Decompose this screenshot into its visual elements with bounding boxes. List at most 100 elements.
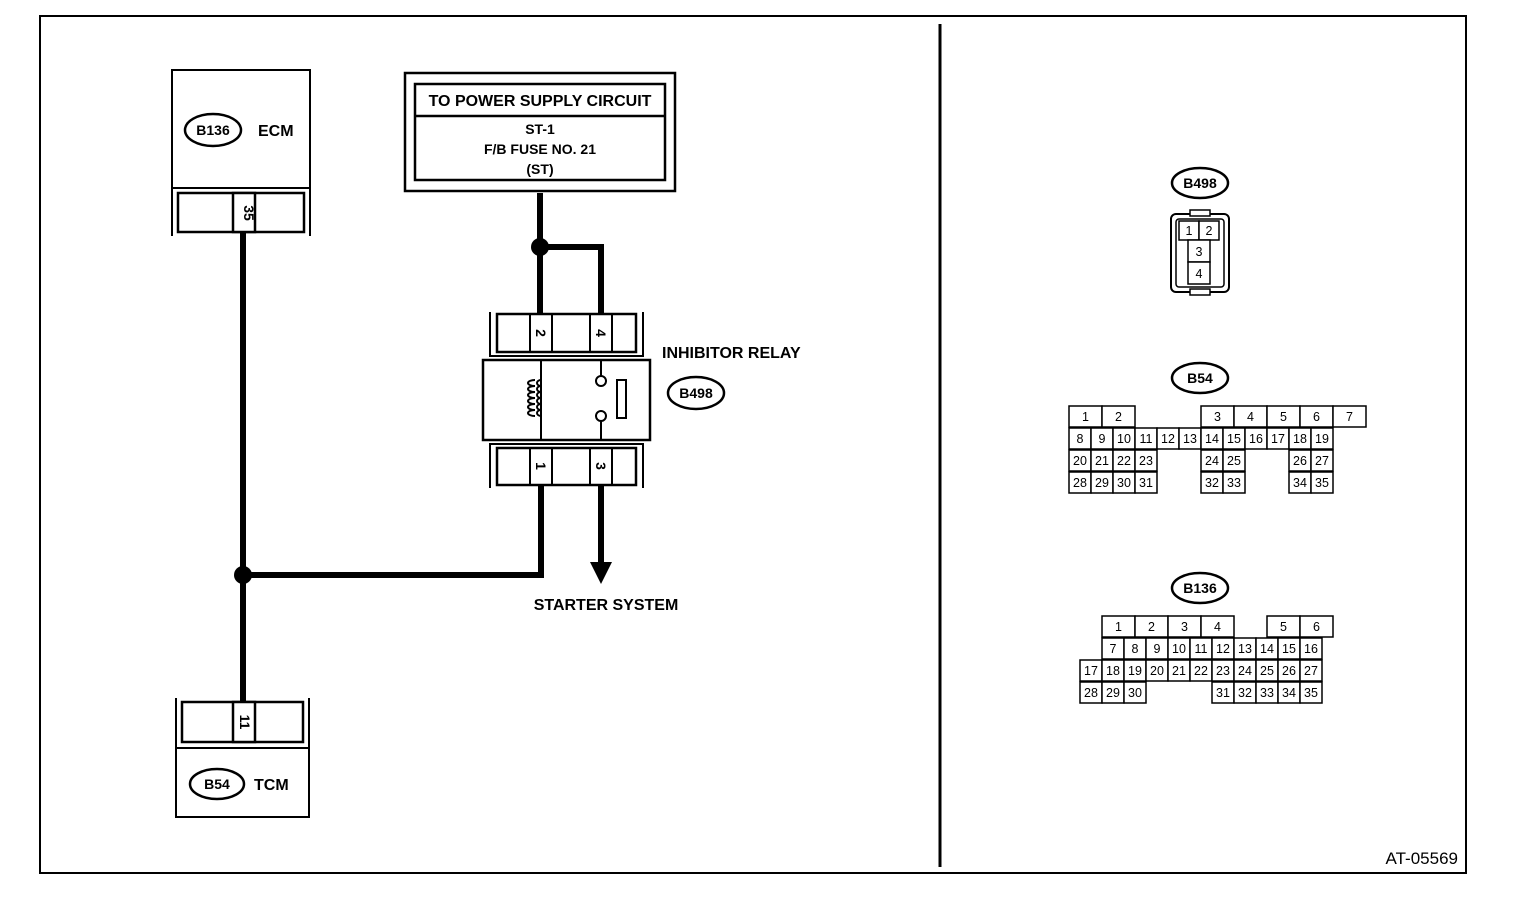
b498-connector-view: B498 1 2 3 4: [1170, 166, 1230, 296]
pin-number: 32: [1238, 686, 1252, 700]
power-supply-box: TO POWER SUPPLY CIRCUIT ST-1 F/B FUSE NO…: [403, 71, 677, 193]
relay-pin-bottom-left: 1: [533, 462, 549, 470]
b498-pin: 3: [1196, 245, 1203, 259]
b498-view-label: B498: [1183, 175, 1217, 191]
relay-pin-top-right: 4: [593, 329, 609, 337]
pin-cell: [1222, 449, 1246, 472]
pin-number: 4: [1214, 620, 1221, 634]
pin-number: 14: [1260, 642, 1274, 656]
b498-pin: 1: [1186, 224, 1193, 238]
pin-number: 2: [1148, 620, 1155, 634]
pin-number: 15: [1227, 432, 1241, 446]
inhibitor-relay: 2 4 1 3 INHIBITOR RELAY B498: [481, 312, 801, 488]
pin-number: 11: [1140, 432, 1153, 446]
pin-number: 30: [1128, 686, 1142, 700]
pin-cell: [1200, 615, 1235, 638]
pin-number: 17: [1271, 432, 1285, 446]
pin-number: 18: [1106, 664, 1120, 678]
pin-number: 10: [1117, 432, 1131, 446]
pin-number: 22: [1117, 454, 1131, 468]
pin-number: 19: [1128, 664, 1142, 678]
b498-pin: 4: [1196, 267, 1203, 281]
figure-id: AT-05569: [1386, 849, 1458, 868]
pin-cell: [1332, 405, 1367, 428]
pin-number: 24: [1238, 664, 1252, 678]
pin-number: 9: [1099, 432, 1106, 446]
pin-number: 34: [1282, 686, 1296, 700]
pin-number: 2: [1115, 410, 1122, 424]
pin-number: 31: [1216, 686, 1230, 700]
pin-number: 35: [1315, 476, 1329, 490]
power-line3: (ST): [526, 161, 553, 177]
pin-number: 17: [1084, 664, 1098, 678]
pin-number: 6: [1313, 620, 1320, 634]
pin-number: 1: [1115, 620, 1122, 634]
b136-view-label: B136: [1183, 580, 1217, 596]
pin-number: 35: [1304, 686, 1318, 700]
pin-number: 13: [1183, 432, 1197, 446]
pin-cell: [1310, 471, 1334, 494]
diagram-frame: [39, 15, 1467, 874]
power-line2: F/B FUSE NO. 21: [484, 141, 596, 157]
pin-cell: [1222, 471, 1246, 494]
tcm-pin: 11: [237, 715, 253, 730]
pin-number: 11: [1195, 642, 1208, 656]
pin-number: 21: [1172, 664, 1186, 678]
pin-number: 16: [1304, 642, 1318, 656]
pin-number: 20: [1150, 664, 1164, 678]
pin-number: 8: [1077, 432, 1084, 446]
pin-number: 22: [1194, 664, 1208, 678]
splice-ecm-tcm: [234, 566, 252, 584]
pin-number: 9: [1154, 642, 1161, 656]
pin-number: 28: [1073, 476, 1087, 490]
pin-number: 3: [1214, 410, 1221, 424]
pin-number: 28: [1084, 686, 1098, 700]
pin-number: 10: [1172, 642, 1186, 656]
pin-number: 6: [1313, 410, 1320, 424]
tcm-connector-label: B54: [204, 776, 230, 792]
pin-cell: [1299, 681, 1323, 704]
pin-number: 12: [1161, 432, 1175, 446]
pin-number: 12: [1216, 642, 1230, 656]
pin-number: 31: [1139, 476, 1153, 490]
starter-system-label: STARTER SYSTEM: [534, 597, 679, 614]
pin-number: 4: [1247, 410, 1254, 424]
pin-number: 26: [1282, 664, 1296, 678]
pin-cell: [1299, 659, 1323, 682]
pin-number: 21: [1095, 454, 1109, 468]
relay-name: INHIBITOR RELAY: [662, 345, 801, 362]
pin-number: 18: [1293, 432, 1307, 446]
pin-number: 25: [1227, 454, 1241, 468]
pin-number: 5: [1280, 620, 1287, 634]
pin-cell: [1134, 449, 1158, 472]
relay-connector-label: B498: [679, 385, 713, 401]
pin-number: 5: [1280, 410, 1287, 424]
pin-number: 25: [1260, 664, 1274, 678]
relay-pin-bottom-right: 3: [593, 462, 609, 470]
ecm-pin: 35: [241, 205, 257, 221]
pin-cell: [1101, 405, 1136, 428]
relay-pin-top-left: 2: [533, 329, 549, 337]
ecm-name: ECM: [258, 123, 294, 140]
pin-number: 15: [1282, 642, 1296, 656]
pin-number: 26: [1293, 454, 1307, 468]
pin-number: 24: [1205, 454, 1219, 468]
pin-number: 33: [1227, 476, 1241, 490]
pin-number: 19: [1315, 432, 1329, 446]
wires: [234, 193, 612, 702]
b54-view-label: B54: [1187, 370, 1213, 386]
pin-number: 7: [1346, 410, 1353, 424]
pin-cell: [1134, 471, 1158, 494]
pin-number: 33: [1260, 686, 1274, 700]
pin-number: 27: [1315, 454, 1329, 468]
pin-number: 27: [1304, 664, 1318, 678]
pin-cell: [1299, 615, 1334, 638]
ecm-connector-label: B136: [196, 122, 230, 138]
pin-number: 13: [1238, 642, 1252, 656]
pin-number: 20: [1073, 454, 1087, 468]
